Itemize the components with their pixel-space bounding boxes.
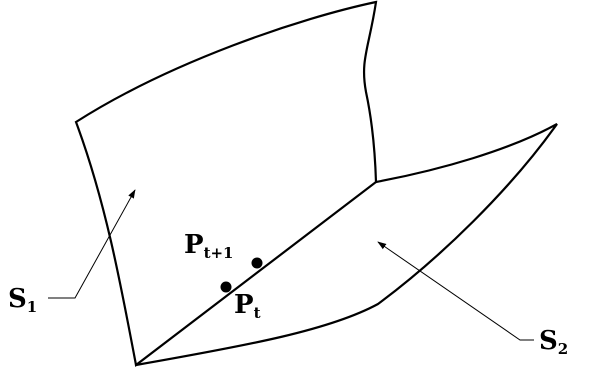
label-s2-sub: 2: [558, 340, 568, 358]
point-pt-dot: [220, 281, 232, 293]
label-s1-main: S: [8, 284, 27, 314]
s2-leader-line: [377, 241, 534, 341]
s1-leader-line: [48, 189, 136, 299]
point-pt1-dot: [251, 257, 263, 269]
label-s2: S2: [539, 326, 568, 358]
label-pt-sub: t: [254, 304, 261, 322]
surface-s1-outline: [74, 0, 378, 367]
label-s1: S1: [8, 284, 37, 316]
label-pt1: Pt+1: [184, 230, 234, 262]
label-pt1-main: P: [184, 230, 204, 260]
label-s1-sub: 1: [27, 298, 37, 316]
label-pt-main: P: [234, 290, 254, 320]
label-pt: Pt: [234, 290, 261, 322]
surface-s2-outline: [134, 123, 558, 367]
label-s2-main: S: [539, 326, 558, 356]
label-pt1-sub: t+1: [204, 244, 234, 262]
